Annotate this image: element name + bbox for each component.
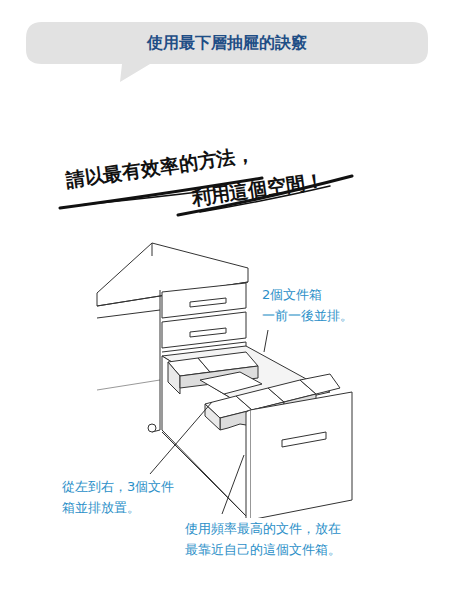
title-text: 使用最下層抽屜的訣竅	[147, 33, 307, 54]
slogan-text: 利用這個空間！	[190, 168, 325, 212]
callout-note: 2個文件箱 一前一後並排。	[262, 284, 369, 327]
callout-note: 使用頻率最高的文件，放在 最靠近自己的這個文件箱。	[185, 518, 349, 561]
title-banner	[26, 22, 428, 82]
callout-note: 從左到右，3個文件 箱並排放置。	[62, 476, 197, 519]
drawer-front	[246, 392, 352, 522]
